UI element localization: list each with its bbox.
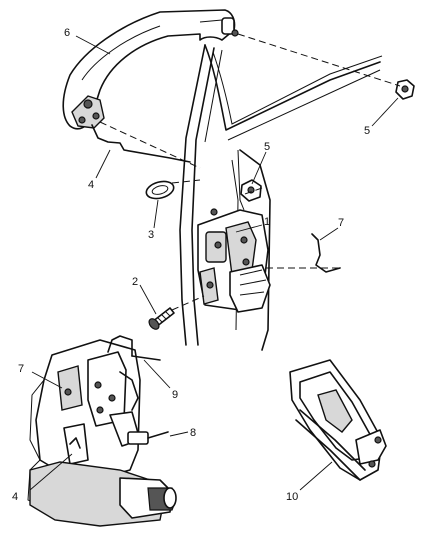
callout-7-lower: 7 <box>18 363 24 375</box>
assist-handle <box>62 9 239 130</box>
handle-bracket <box>71 95 105 129</box>
leader-lines <box>29 35 399 491</box>
callout-1: 1 <box>264 216 270 228</box>
latch-rod-upper <box>237 149 245 211</box>
callout-5-upper: 5 <box>364 125 370 137</box>
callout-9: 9 <box>172 389 178 401</box>
callout-5-middle: 5 <box>264 141 270 153</box>
callout-4-upper: 4 <box>88 179 94 191</box>
nut-icon-upper <box>395 79 415 100</box>
callout-10: 10 <box>286 491 298 503</box>
callout-4-lower: 4 <box>12 491 18 503</box>
callout-6: 6 <box>64 27 70 39</box>
nut-icon-middle <box>240 179 262 202</box>
latch-detail-view <box>27 335 177 527</box>
door-latch-assembly <box>197 208 271 313</box>
door-frame <box>179 44 383 351</box>
grommet-icon <box>145 180 175 200</box>
callout-2: 2 <box>132 276 138 288</box>
rod-clip <box>311 233 341 273</box>
inside-door-handle <box>289 359 387 481</box>
callout-7-upper: 7 <box>338 217 344 229</box>
callout-3: 3 <box>148 229 154 241</box>
callout-labels: 6 5 4 5 3 1 7 2 7 9 8 4 10 <box>12 27 370 503</box>
callout-8: 8 <box>190 427 196 439</box>
linkage-rod-upper <box>91 124 191 163</box>
screw-icon <box>148 307 175 330</box>
assembly-dashed-lines <box>99 33 401 311</box>
